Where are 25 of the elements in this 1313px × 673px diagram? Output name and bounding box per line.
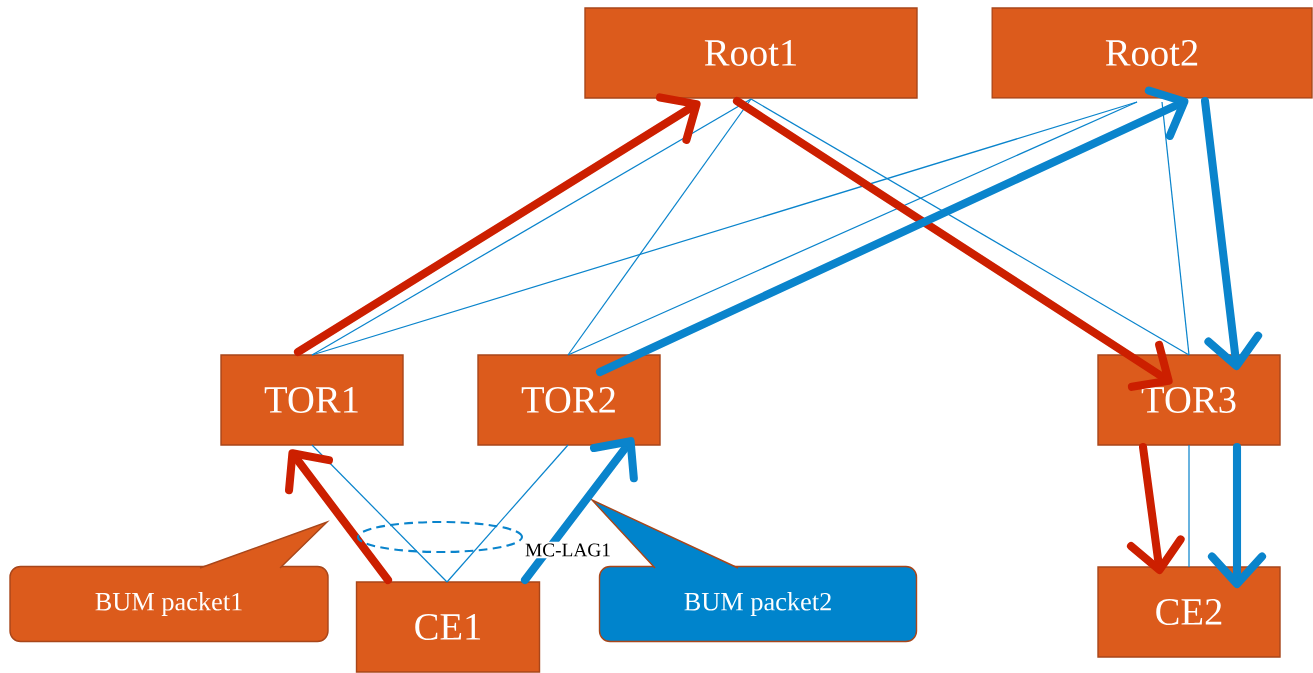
link-line [1188, 444, 1190, 568]
arrow [1207, 442, 1267, 588]
group-label: MC-LAG1 [523, 541, 613, 559]
device-box: Root2 [991, 7, 1313, 99]
arrow [1200, 96, 1263, 371]
device-box: TOR3 [1097, 354, 1281, 446]
arrow [595, 86, 1189, 377]
arrow [1127, 442, 1185, 575]
link-line [311, 444, 448, 583]
device-box: CE1 [355, 581, 541, 673]
device-box: Root1 [584, 7, 918, 99]
link-line [1161, 101, 1190, 356]
arrow [732, 96, 1173, 391]
device-box: TOR1 [220, 354, 404, 446]
link-line [750, 98, 1190, 356]
link-line [311, 98, 752, 356]
link-line [567, 98, 752, 356]
arrow [285, 449, 393, 585]
callout: BUM packet1 [9, 520, 330, 643]
device-box: TOR2 [477, 354, 661, 446]
link-line [446, 444, 569, 583]
link-line [567, 101, 1138, 356]
device-box: CE2 [1097, 566, 1281, 658]
arrow [520, 437, 638, 585]
arrow [293, 93, 701, 357]
